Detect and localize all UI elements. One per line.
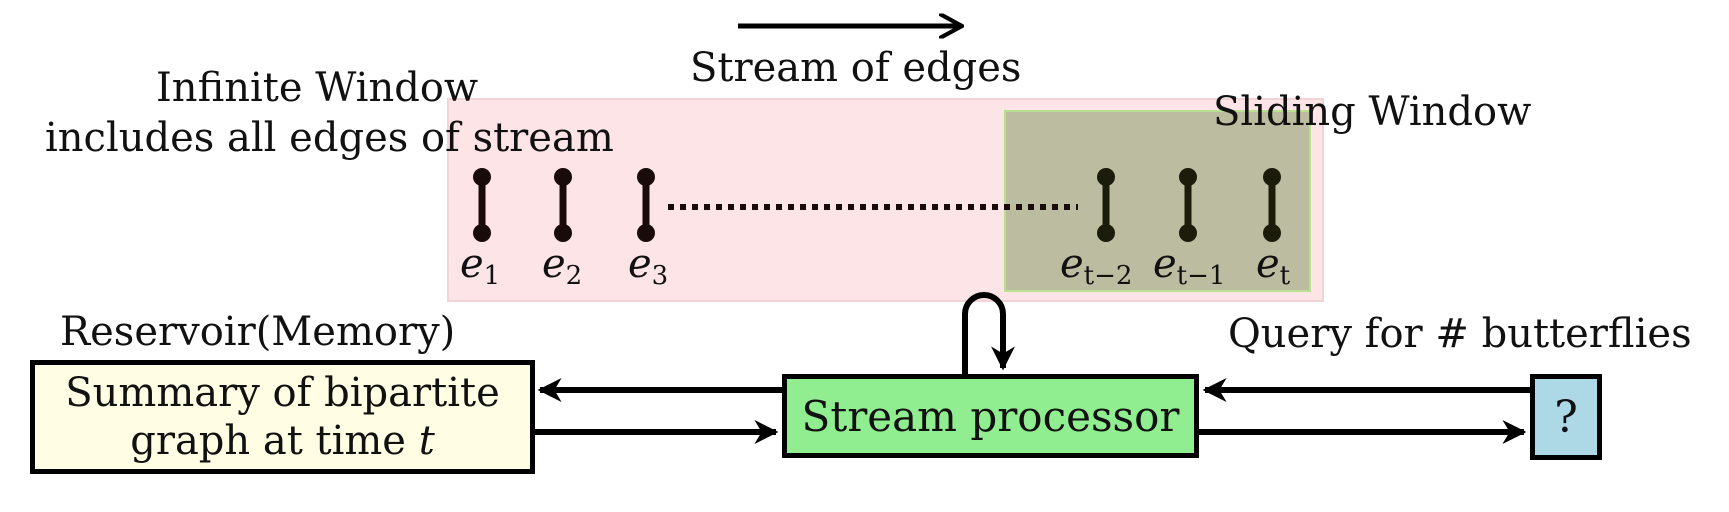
- summary-line-1: Summary of bipartite: [65, 370, 500, 416]
- query-label: Query for # butterflies: [1228, 311, 1692, 357]
- summary-line-2: graph at time t: [130, 418, 435, 464]
- infinite-window-description: includes all edges of stream: [45, 115, 614, 161]
- stream-processor-box: Stream processor: [782, 374, 1199, 458]
- sliding-window-region: [1004, 110, 1311, 292]
- edge-label-t-minus-1: et−1: [1153, 241, 1226, 291]
- edge-e3: [637, 168, 655, 242]
- edge-label-2: e2: [542, 241, 583, 291]
- edge-label-1: e1: [460, 241, 501, 291]
- edge-e-t: [1263, 168, 1281, 242]
- infinite-window-title: Infinite Window: [156, 65, 479, 111]
- stream-processor-label: Stream processor: [801, 391, 1180, 441]
- edge-e-t-minus-1: [1179, 168, 1197, 242]
- edge-label-t-minus-2: et−2: [1060, 241, 1133, 291]
- processor-self-loop-arrow: [962, 292, 1015, 374]
- edge-label-t: et: [1256, 241, 1291, 291]
- reservoir-label: Reservoir(Memory): [60, 309, 456, 355]
- edge-label-3: e3: [628, 241, 669, 291]
- summary-box: Summary of bipartite graph at time t: [30, 360, 535, 474]
- query-box: ?: [1530, 374, 1602, 460]
- stream-of-edges-label: Stream of edges: [690, 45, 1022, 91]
- edge-e-t-minus-2: [1097, 168, 1115, 242]
- edge-e1: [473, 168, 491, 242]
- edge-e2: [554, 168, 572, 242]
- query-symbol: ?: [1554, 391, 1578, 443]
- sliding-window-label: Sliding Window: [1213, 89, 1532, 135]
